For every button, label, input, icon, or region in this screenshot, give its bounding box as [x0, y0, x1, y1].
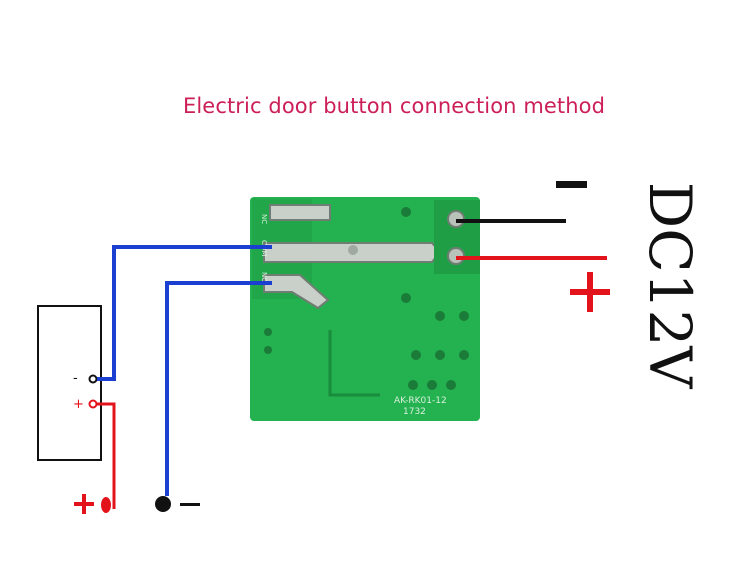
solder-pad — [348, 245, 358, 255]
antenna-trace — [328, 330, 380, 397]
no-contact-pad — [263, 274, 330, 310]
door-button-terminal-positive — [88, 399, 98, 409]
solder-pad — [459, 350, 469, 360]
pin-label-nc: NC — [260, 214, 268, 224]
door-button-terminal-negative — [88, 374, 98, 384]
pin-label-no: NO — [260, 272, 268, 283]
solder-pad — [427, 380, 437, 390]
lock-plus-symbol-v — [82, 494, 86, 514]
power-plus-symbol-v — [587, 272, 593, 312]
lock-positive-wire — [97, 402, 116, 509]
relay-board: AK-RK01-12 1732 NC COM NO — [250, 197, 480, 421]
solder-pad — [411, 350, 421, 360]
door-button-box — [37, 305, 102, 461]
no-wire — [165, 281, 272, 496]
solder-pad — [401, 207, 411, 217]
board-date-code: 1732 — [403, 407, 426, 417]
power-minus-symbol — [556, 181, 587, 188]
nc-contact-pad — [269, 204, 331, 221]
solder-pad — [446, 380, 456, 390]
solder-pad — [264, 328, 272, 336]
solder-pad — [401, 293, 411, 303]
board-model-text: AK-RK01-12 — [394, 396, 447, 406]
solder-pad — [435, 350, 445, 360]
power-supply-label: DC12V — [636, 181, 704, 389]
diagram-title: Electric door button connection method — [183, 94, 606, 118]
lock-terminal-positive — [101, 497, 111, 513]
solder-pad — [459, 311, 469, 321]
solder-pad — [408, 380, 418, 390]
lock-terminal-negative — [155, 496, 171, 512]
solder-pad — [435, 311, 445, 321]
door-button-minus-label: - — [73, 371, 78, 386]
lock-minus-symbol — [180, 503, 200, 506]
door-button-plus-label: + — [73, 397, 84, 412]
com-wire — [97, 245, 272, 381]
solder-pad — [264, 346, 272, 354]
